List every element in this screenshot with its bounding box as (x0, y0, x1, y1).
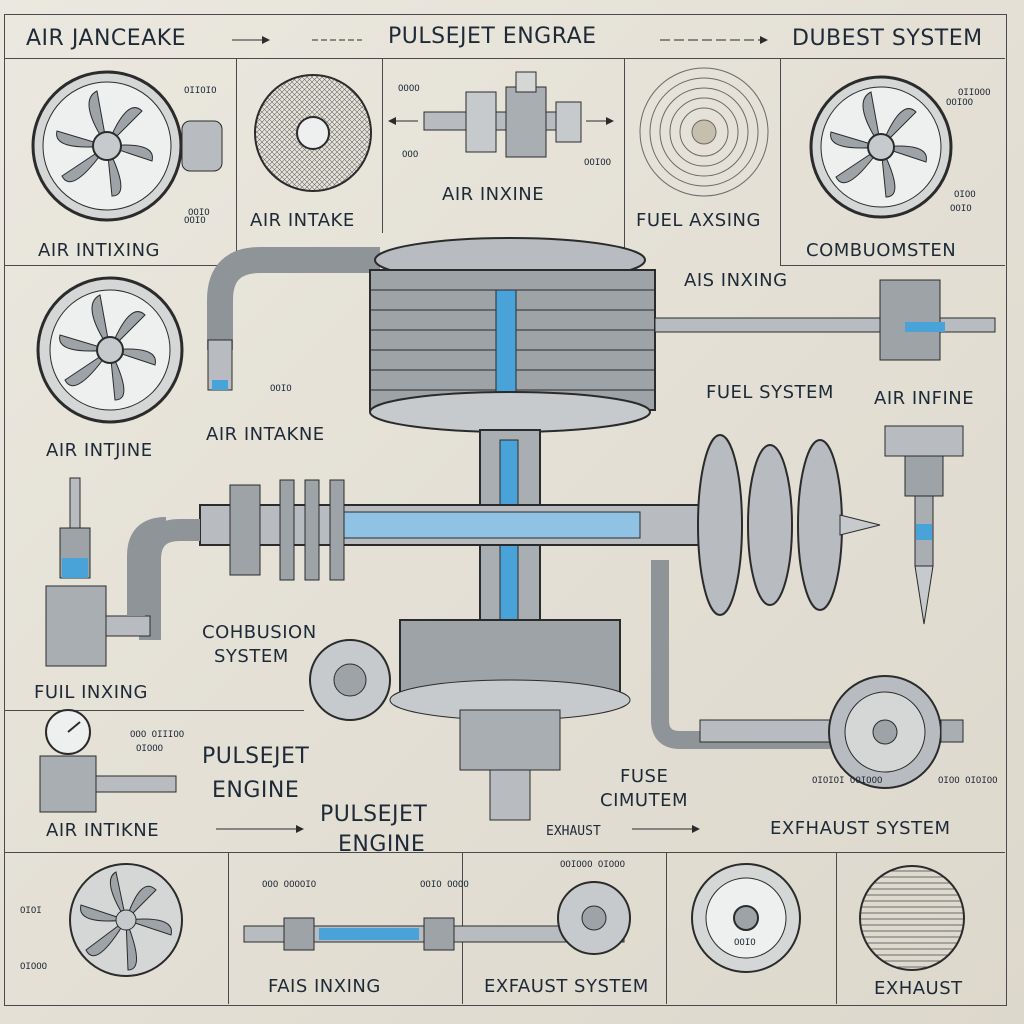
row-divider-3 (4, 710, 304, 711)
col-divider-3 (624, 58, 625, 248)
label-combustion-system-2: SYSTEM (214, 646, 289, 667)
spiral-disc-icon (639, 67, 769, 197)
label-combustion-system-1: COHBUSION (202, 622, 317, 643)
label-air-intakne: AIR INTAKNE (206, 424, 325, 445)
small-text-l: OOIOO (584, 158, 612, 168)
valve-icon (45, 477, 167, 667)
label-pulsejet-engine-center-1: PULSEJET (320, 802, 428, 827)
label-pulsejet-engine-mid-1: PULSEJET (202, 744, 310, 769)
col-divider-7 (666, 852, 667, 1004)
small-text-g: OOIO OOOO (420, 880, 469, 890)
header-divider (4, 58, 1005, 59)
small-text-e: OOIOO (946, 98, 974, 108)
small-text-h: OIOIOI OOIOOO (812, 776, 883, 786)
col-divider-5 (228, 852, 229, 1004)
label-fuil-inxing: FUIL INXING (34, 682, 148, 703)
label-air-intjine: AIR INTJINE (46, 440, 153, 461)
label-fais-inxing: FAIS INXING (268, 976, 381, 997)
small-text-n: OOIO (270, 384, 292, 394)
col-divider-2 (382, 58, 383, 233)
flange-icon (699, 675, 964, 789)
label-pulsejet-engine-mid-2: ENGINE (212, 778, 300, 803)
small-text-b: OOOO (398, 84, 420, 94)
outer-frame (4, 14, 1007, 1006)
small-text-o: OIOI (20, 906, 42, 916)
header-arrow-left (232, 36, 362, 44)
label-fuel-axsing: FUEL AXSING (636, 210, 761, 231)
label-fuel-system: FUEL SYSTEM (706, 382, 834, 403)
label-exfaust-system-bottom: EXFAUST SYSTEM (484, 976, 649, 997)
pulsejet-engine-illustration (139, 237, 996, 821)
fan-icon (809, 75, 953, 219)
header-center-title: PULSEJET ENGRAE (388, 24, 597, 49)
label-air-inxine-top: AIR INXINE (442, 184, 545, 205)
label-pulsejet-engine-center-2: ENGINE (338, 832, 426, 857)
fan-icon (69, 863, 183, 977)
label-exhaust-small: EXHAUST (546, 824, 601, 839)
pipe-icon (243, 881, 631, 955)
mesh-disc-icon (254, 74, 372, 192)
col-divider-8 (836, 852, 837, 1004)
nozzle-icon (884, 425, 964, 625)
header-right-title: DUBEST SYSTEM (792, 26, 983, 51)
pressure-gauge-icon (39, 709, 177, 813)
label-fuse-cimutem-2: CIMUTEM (600, 790, 688, 811)
cone-icon (859, 865, 965, 971)
label-air-intikne: AIR INTIKNE (46, 820, 160, 841)
label-air-intixing-top: AIR INTIXING (38, 240, 160, 261)
row-divider-1 (4, 265, 236, 266)
small-text-d: OIOOO (136, 744, 164, 754)
small-text-j: OIOO OIOIOO (938, 776, 998, 786)
small-text-k: OOIO (188, 208, 210, 218)
label-exhaust-system-right: EXFHAUST SYSTEM (770, 818, 951, 839)
small-text-f: OOO OOOOIO (262, 880, 317, 890)
fan-icon (31, 70, 223, 222)
label-combuomsten: COMBUOMSTEN (806, 240, 957, 261)
valve-disc-icon (691, 863, 801, 973)
col-divider-4 (780, 58, 781, 265)
small-text-r: OOIO (950, 204, 972, 214)
header-arrow-right (660, 36, 768, 44)
arrow-exhaust (632, 825, 700, 833)
small-text-u: OOIO (184, 216, 206, 226)
small-text-c: OOO OIIIOO (130, 730, 185, 740)
row-divider-2 (780, 265, 1005, 266)
label-ais-inxing: AIS INXING (684, 270, 788, 291)
col-divider-1 (236, 58, 237, 265)
small-text-p: OIOOO (20, 962, 48, 972)
label-fuse-cimutem-1: FUSE (620, 766, 669, 787)
fan-icon (36, 276, 184, 424)
small-text-m: OIIOOO (958, 88, 991, 98)
small-text-s: OOO (402, 150, 419, 160)
label-exhaust-bottom-right: EXHAUST (874, 978, 963, 999)
small-text-i: OOIOOO OIOOO (560, 860, 626, 870)
small-text-t: OIOO (954, 190, 976, 200)
label-air-intake-top: AIR INTAKE (250, 210, 355, 231)
small-text-a: OIIOIO (184, 86, 217, 96)
header-left-title: AIR JANCEAKE (26, 26, 187, 51)
row-divider-4 (4, 852, 1005, 853)
label-air-infine: AIR INFINE (874, 388, 975, 409)
small-text-q: OOIO (734, 938, 756, 948)
valve-assembly-icon (388, 71, 614, 158)
arrow-pulsejet (216, 825, 304, 833)
